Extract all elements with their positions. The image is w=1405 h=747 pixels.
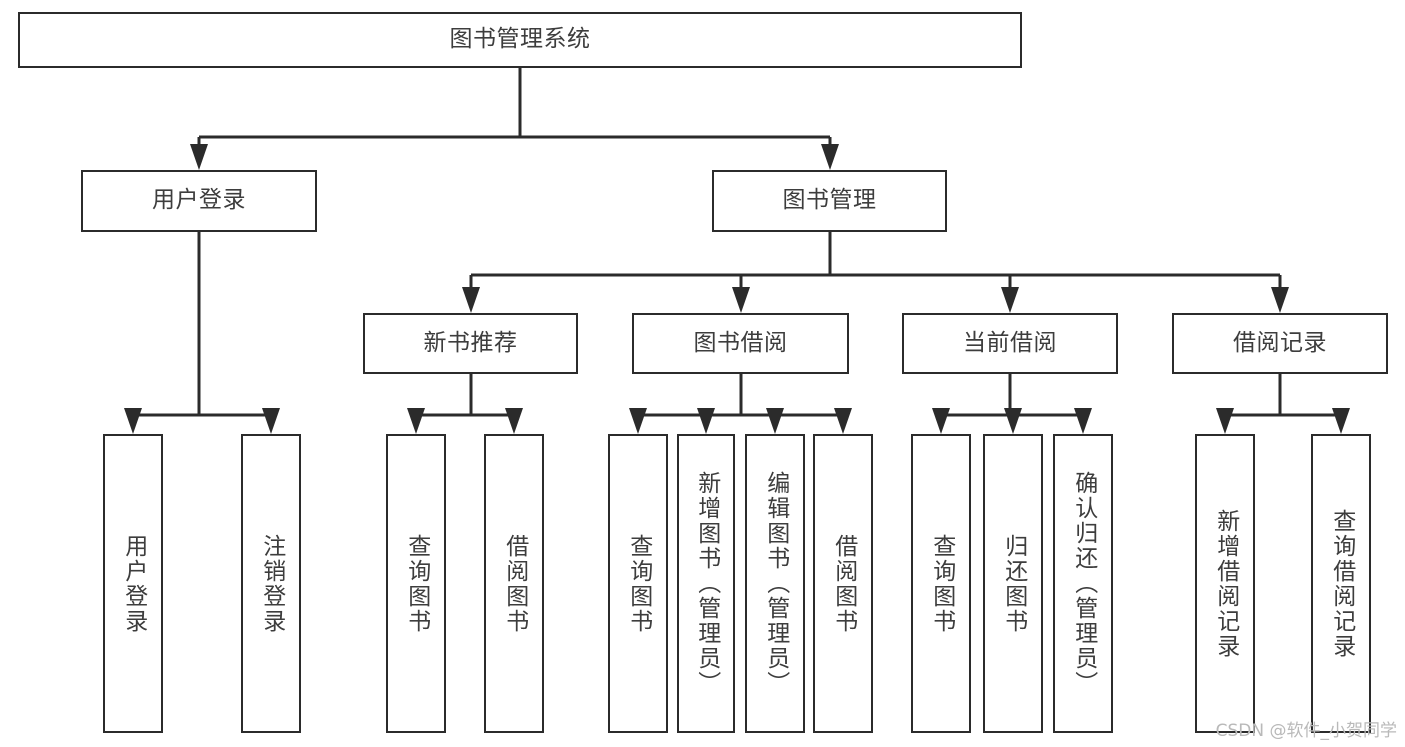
node-label: 图书管理 — [782, 187, 877, 214]
node-leaf_2[interactable]: 查询图书 — [386, 434, 446, 733]
node-label: 用户登录 — [120, 533, 147, 634]
node-label: 归还图书 — [1000, 533, 1027, 634]
node-label: 新增图书（管理员） — [693, 471, 720, 696]
node-l3_1[interactable]: 图书借阅 — [632, 313, 849, 374]
node-leaf_11[interactable]: 新增借阅记录 — [1195, 434, 1255, 733]
node-leaf_12[interactable]: 查询借阅记录 — [1311, 434, 1371, 733]
watermark-text: CSDN @软件_小贺同学 — [1215, 721, 1397, 741]
node-label: 当前借阅 — [963, 329, 1057, 356]
node-l3_3[interactable]: 借阅记录 — [1172, 313, 1388, 374]
node-leaf_3[interactable]: 借阅图书 — [484, 434, 544, 733]
node-label: 查询借阅记录 — [1328, 508, 1355, 659]
node-label: 借阅记录 — [1233, 329, 1327, 356]
node-label: 借阅图书 — [501, 533, 528, 634]
node-leaf_9[interactable]: 归还图书 — [983, 434, 1043, 733]
node-label: 查询图书 — [403, 533, 430, 634]
node-label: 查询图书 — [625, 533, 652, 634]
node-root[interactable]: 图书管理系统 — [18, 12, 1022, 68]
node-leaf_8[interactable]: 查询图书 — [911, 434, 971, 733]
node-leaf_10[interactable]: 确认归还（管理员） — [1053, 434, 1113, 733]
node-label: 查询图书 — [928, 533, 955, 634]
node-leaf_0[interactable]: 用户登录 — [103, 434, 163, 733]
node-label: 编辑图书（管理员） — [762, 471, 789, 696]
node-label: 新书推荐 — [423, 329, 518, 356]
node-leaf_7[interactable]: 借阅图书 — [813, 434, 873, 733]
node-label: 图书借阅 — [693, 329, 788, 356]
node-l3_0[interactable]: 新书推荐 — [363, 313, 578, 374]
node-label: 图书管理系统 — [449, 26, 591, 53]
node-l3_2[interactable]: 当前借阅 — [902, 313, 1118, 374]
node-l2_1[interactable]: 图书管理 — [712, 170, 947, 232]
node-leaf_4[interactable]: 查询图书 — [608, 434, 668, 733]
node-label: 用户登录 — [152, 187, 246, 214]
node-label: 借阅图书 — [830, 533, 857, 634]
node-leaf_5[interactable]: 新增图书（管理员） — [677, 434, 735, 733]
node-l2_0[interactable]: 用户登录 — [81, 170, 317, 232]
node-leaf_1[interactable]: 注销登录 — [241, 434, 301, 733]
node-label: 确认归还（管理员） — [1070, 471, 1097, 696]
node-label: 新增借阅记录 — [1212, 508, 1239, 659]
node-leaf_6[interactable]: 编辑图书（管理员） — [745, 434, 805, 733]
node-label: 注销登录 — [258, 533, 285, 634]
